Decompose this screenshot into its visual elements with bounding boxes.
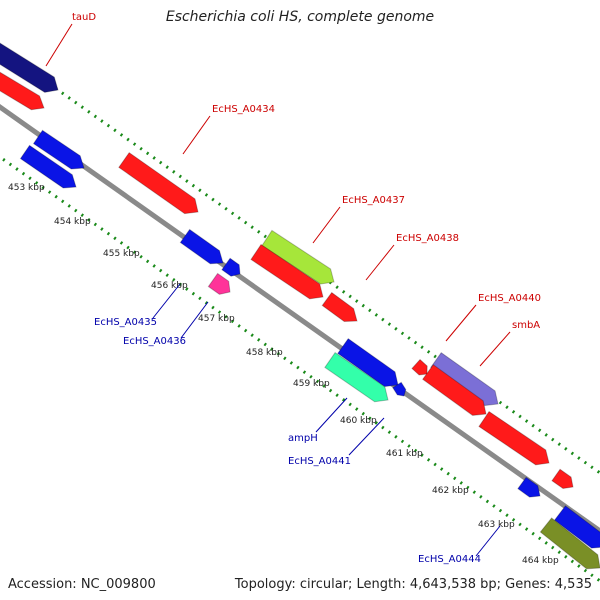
tick-label-9: 461 kbp: [386, 449, 423, 459]
tick-labels: 453 kbp 454 kbp 455 kbp 456 kbp 457 kbp 458 k…: [8, 183, 559, 566]
gene-label-ampH: ampH: [288, 433, 318, 444]
gene-arrow-red-8: [551, 468, 574, 490]
gene-arrow-red-2: [118, 151, 199, 215]
gene-arrow-magenta: [207, 272, 231, 295]
genome-backbone: [0, 104, 600, 534]
dotted-guides: [0, 47, 600, 583]
leader-EcHS_A0436: [180, 301, 209, 339]
gene-label-EcHS_A0435: EcHS_A0435: [94, 317, 157, 328]
gene-arrow-red-1: [0, 71, 45, 111]
gene-arrow-blue-8: [553, 505, 600, 549]
tick-label-6: 458 kbp: [246, 348, 283, 358]
gene-arrow-blue-5: [337, 337, 399, 388]
dotted-guide-1: [0, 155, 600, 583]
gene-arrow-red-5: [411, 358, 428, 376]
gene-arrow-mint: [324, 351, 389, 403]
gene-arrow-blue-6: [392, 381, 407, 397]
tick-label-4: 456 kbp: [151, 281, 188, 291]
gene-label-EcHS_A0438: EcHS_A0438: [396, 233, 459, 244]
gene-arrow-lime: [261, 229, 335, 285]
leader-EcHS_A0444: [475, 525, 501, 557]
gene-arrow-blue-3: [179, 228, 224, 265]
gene-arrow-red-7: [478, 410, 550, 466]
leader-EcHS_A0440: [445, 304, 477, 342]
tick-label-5: 457 kbp: [198, 314, 235, 324]
gene-arrow-olive: [539, 517, 600, 570]
gene-arrow-blue-4: [221, 257, 241, 277]
gene-arrow-red-4: [321, 291, 358, 323]
leader-EcHS_A0437: [312, 206, 341, 244]
gene-arrow-navy-1: [0, 42, 59, 93]
gene-arrow-red-3: [250, 243, 324, 300]
dotted-guide-0: [0, 47, 600, 475]
gene-label-EcHS_A0444: EcHS_A0444: [418, 554, 481, 565]
gene-label-EcHS_A0440: EcHS_A0440: [478, 293, 541, 304]
gene-labels: tauD EcHS_A0434EcHS_A0437EcHS_A0438EcHS_A…: [45, 12, 541, 565]
leader-smbA: [479, 331, 511, 367]
tick-label-11: 463 kbp: [478, 520, 515, 530]
gene-arrow-blue-1: [32, 129, 85, 170]
leader-EcHS_A0434: [182, 115, 211, 155]
leader-EcHS_A0441: [348, 417, 385, 456]
tick-label-12: 464 kbp: [522, 556, 559, 566]
gene-arrow-red-6: [422, 364, 487, 416]
leader-ampH: [315, 397, 348, 433]
leader-tauD: [45, 23, 73, 67]
gene-arrow-blue-2: [19, 144, 77, 189]
gene-features: [0, 42, 600, 570]
gene-label-EcHS_A0436: EcHS_A0436: [123, 336, 186, 347]
accession-text: Accession: NC_009800: [8, 577, 156, 592]
tick-label-1: 453 kbp: [8, 183, 45, 193]
leader-EcHS_A0438: [365, 244, 395, 281]
gene-label-EcHS_A0441: EcHS_A0441: [288, 456, 351, 467]
gene-label-EcHS_A0434: EcHS_A0434: [212, 104, 275, 115]
gene-arrow-blue-7: [517, 476, 541, 498]
map-title: Escherichia coli HS, complete genome: [165, 9, 435, 25]
tick-label-7: 459 kbp: [293, 379, 330, 389]
topology-text: Topology: circular; Length: 4,643,538 bp…: [234, 577, 592, 592]
tick-label-3: 455 kbp: [103, 249, 140, 259]
tick-label-2: 454 kbp: [54, 217, 91, 227]
leader-EcHS_A0435: [152, 283, 181, 319]
tick-label-10: 462 kbp: [432, 486, 469, 496]
tick-label-8: 460 kbp: [340, 416, 377, 426]
gene-label-tauD: tauD: [72, 12, 96, 23]
gene-label-EcHS_A0437: EcHS_A0437: [342, 195, 405, 206]
gene-label-smbA: smbA: [512, 320, 540, 331]
